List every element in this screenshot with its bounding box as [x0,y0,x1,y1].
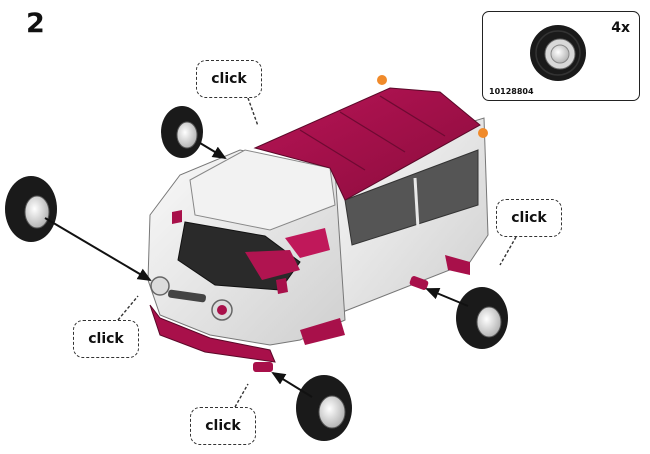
arrow-bottom [271,371,313,398]
van-front-bumper [149,304,276,363]
van-roof [253,87,481,201]
axle-front-left [253,362,273,372]
arrow-right [425,288,469,307]
wheel-top-left [161,106,203,158]
indicator-light [478,128,488,138]
van-side-window [344,149,479,246]
click-callout-left: click [73,320,139,358]
click-callout-right: click [496,199,562,237]
wheel-bottom [296,375,352,441]
indicator-light [377,75,387,85]
parts-list-box: 4x 10128804 [482,11,640,101]
wheel-right [456,287,508,349]
van-seat [245,250,300,280]
wheel-icon [530,25,586,81]
arrow-top [199,142,227,160]
van-model [147,75,489,372]
click-callout-top: click [196,60,262,98]
wheel-far-left [5,176,57,242]
assembly-arrows [44,142,469,398]
mirror-right [276,278,288,294]
van-grille [168,289,206,303]
arrow-far-left [44,217,152,282]
callout-tails [117,97,517,408]
click-callout-bottom: click [190,407,256,445]
headlight-left [150,276,170,296]
axle-rear-left [409,276,429,290]
van-cab-roof [189,149,336,231]
part-code: 10128804 [489,87,534,96]
parts-quantity: 4x [611,20,630,36]
mirror-left [172,210,182,224]
step-number: 2 [26,8,45,39]
